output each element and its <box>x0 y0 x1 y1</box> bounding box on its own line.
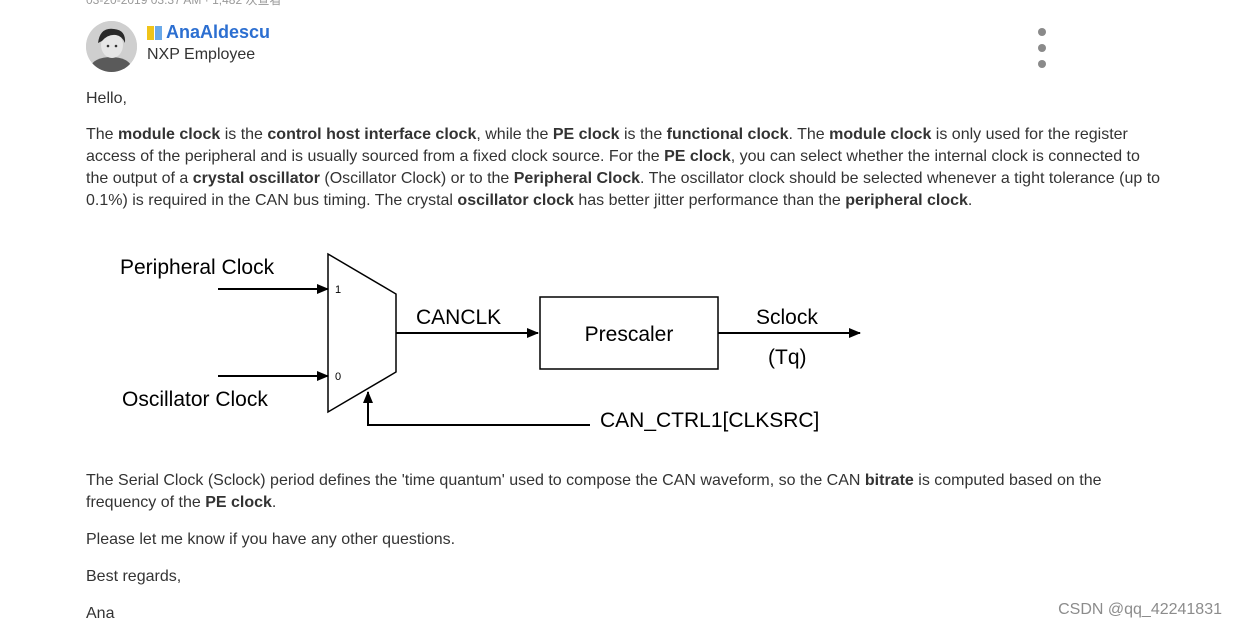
bold-term: module clock <box>829 126 932 143</box>
paragraph-clock-explanation: The module clock is the control host int… <box>86 124 1166 212</box>
regards-text: Best regards, <box>86 568 182 585</box>
text-run: , while the <box>476 126 553 143</box>
csdn-watermark: CSDN @qq_42241831 <box>1058 601 1222 618</box>
text-run: . The <box>788 126 830 143</box>
text-run: is computed based on the frequency of th… <box>86 472 1102 511</box>
oscillator-clock-label: Oscillator Clock <box>122 388 268 411</box>
bold-term: module clock <box>118 126 221 143</box>
text-run: . <box>967 192 973 209</box>
post-timestamp: 03-20-2019 03:37 AM · 1,482 次查看 <box>86 0 282 7</box>
bold-term: peripheral clock <box>845 192 968 209</box>
peripheral-clock-label: Peripheral Clock <box>120 256 275 279</box>
mux-shape <box>327 252 397 414</box>
clksrc-select-arrow <box>363 391 590 426</box>
sclock-label: Sclock <box>756 306 818 329</box>
text-run: . The oscillator clock should be selecte… <box>86 170 1161 209</box>
author-name-link[interactable]: AnaAldescu <box>166 22 271 42</box>
prescaler-label: Prescaler <box>585 323 674 346</box>
text-run: , you can select whether the internal cl… <box>86 148 1140 187</box>
bold-term: control host interface clock <box>267 126 477 143</box>
text-run: The <box>86 126 119 143</box>
text-run: is the <box>619 126 667 143</box>
bold-term: functional clock <box>666 126 789 143</box>
mux-input-1-label: 1 <box>335 284 341 296</box>
bold-term: PE clock <box>552 126 620 143</box>
more-options-icon[interactable] <box>1030 28 1054 68</box>
bold-term: oscillator clock <box>457 192 574 209</box>
signature-text: Ana <box>86 605 115 622</box>
questions-text: Please let me know if you have any other… <box>86 531 456 548</box>
bold-term: bitrate <box>864 472 914 489</box>
text-run: is the <box>220 126 268 143</box>
canclk-label: CANCLK <box>416 306 501 329</box>
author-line: AnaAldescu <box>147 22 270 43</box>
text-run: The Serial Clock (Sclock) period defines… <box>86 472 865 489</box>
bold-term: PE clock <box>205 494 272 511</box>
tq-label: (Tq) <box>768 346 807 369</box>
text-run: is only used for the register access of … <box>86 126 1128 165</box>
avatar-portrait-icon <box>86 21 137 72</box>
bold-term: PE clock <box>664 148 731 165</box>
rank-badge-icon <box>147 25 163 41</box>
text-run: (Oscillator Clock) or to the <box>319 170 514 187</box>
text-run: . <box>271 494 277 511</box>
author-avatar[interactable] <box>86 21 137 72</box>
author-role: NXP Employee <box>147 46 256 63</box>
can-clock-diagram: Peripheral Clock Oscillator Clock 1 0 CA… <box>120 252 861 432</box>
greeting-text: Hello, <box>86 90 127 107</box>
mux-input-0-label: 0 <box>335 371 341 383</box>
text-run: has better jitter performance than the <box>573 192 846 209</box>
clksrc-label: CAN_CTRL1[CLKSRC] <box>600 409 819 432</box>
bold-term: Peripheral Clock <box>513 170 641 187</box>
bold-term: crystal oscillator <box>192 170 320 187</box>
paragraph-sclock: The Serial Clock (Sclock) period defines… <box>86 470 1166 514</box>
